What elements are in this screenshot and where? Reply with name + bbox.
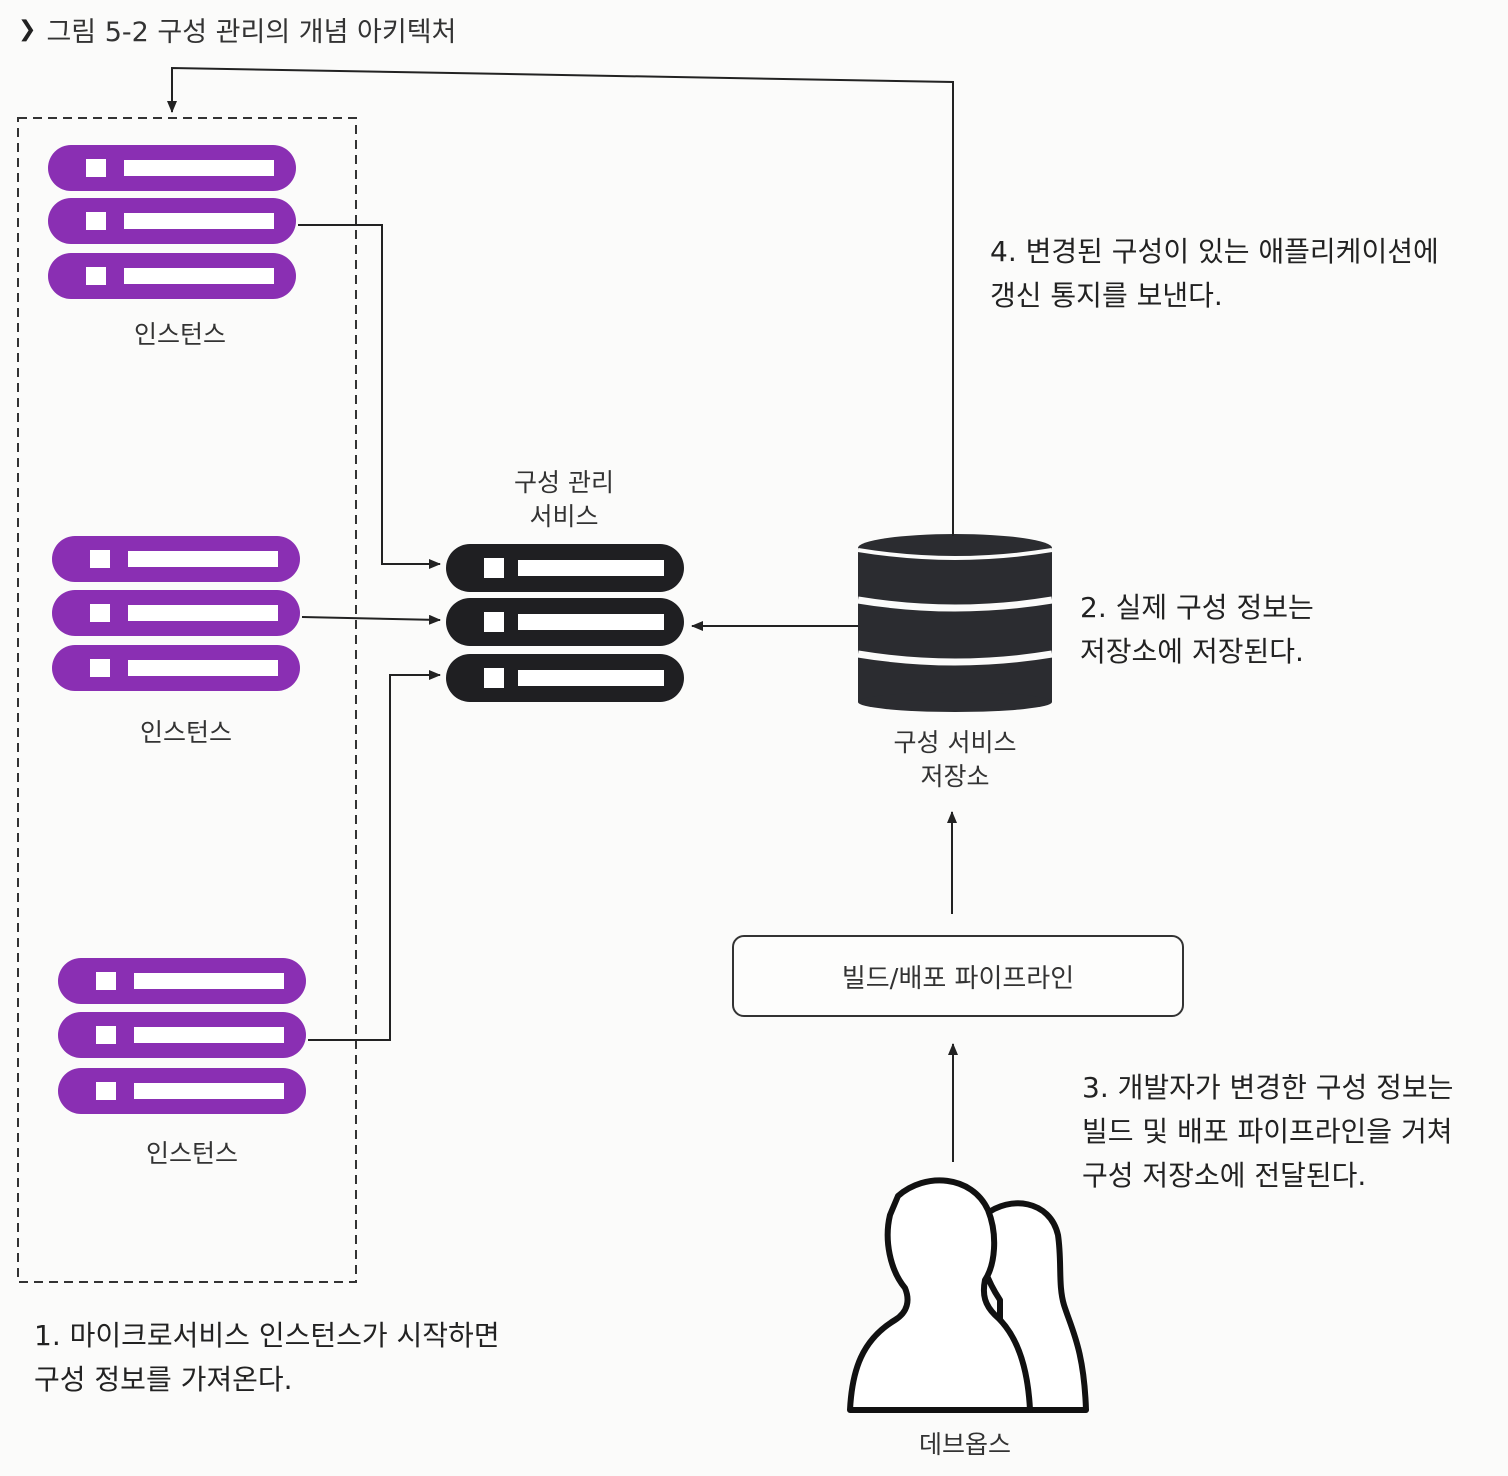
- config-service-stack: [446, 544, 684, 702]
- server-stack-icon: [58, 1012, 306, 1058]
- server-stack-icon: [446, 544, 684, 592]
- connector-instance1-service: [298, 224, 441, 569]
- server-stack-icon: [52, 645, 300, 691]
- note-step4: 4. 변경된 구성이 있는 애플리케이션에 갱신 통지를 보낸다.: [990, 235, 1439, 312]
- server-stack-icon: [446, 598, 684, 646]
- devops-label: 데브옵스: [918, 1430, 1011, 1459]
- note-step3: 3. 개발자가 변경한 구성 정보는 빌드 및 배포 파이프라인을 거쳐 구성 …: [1082, 1071, 1454, 1192]
- instance-label-1: 인스턴스: [133, 320, 226, 349]
- instance-stack-3: [58, 958, 306, 1114]
- server-stack-icon: [58, 958, 306, 1004]
- connector-instance3-service: [308, 670, 441, 1041]
- connector-store-notify: [167, 66, 954, 536]
- figure-caption: ❯ 그림 5-2 구성 관리의 개념 아키텍처: [18, 10, 456, 49]
- server-stack-icon: [48, 198, 296, 244]
- pipeline-label: 빌드/배포 파이프라인: [841, 963, 1075, 994]
- server-stack-icon: [48, 253, 296, 299]
- config-store-label: 구성 서비스 저장소: [893, 728, 1017, 791]
- server-stack-icon: [48, 145, 296, 191]
- server-stack-icon: [446, 654, 684, 702]
- note-step1: 1. 마이크로서비스 인스턴스가 시작하면 구성 정보를 가져온다.: [34, 1319, 500, 1396]
- instance-stack-2: [52, 536, 300, 691]
- server-stack-icon: [52, 536, 300, 582]
- config-service-label: 구성 관리 서비스: [514, 468, 614, 531]
- figure-caption-text: 그림 5-2 구성 관리의 개념 아키텍처: [46, 17, 457, 48]
- chevron-down-icon: ❯: [18, 17, 37, 42]
- instance-stack-1: [48, 145, 296, 299]
- instances-group-border: [17, 117, 357, 1283]
- database-icon: [857, 534, 1053, 712]
- connector-instance2-service: [301, 614, 441, 625]
- server-stack-icon: [52, 590, 300, 636]
- note-step2: 2. 실제 구성 정보는 저장소에 저장된다.: [1080, 591, 1314, 668]
- instance-label-3: 인스턴스: [145, 1139, 238, 1168]
- people-icon: [847, 1177, 1089, 1413]
- server-stack-icon: [58, 1068, 306, 1114]
- instance-label-2: 인스턴스: [139, 718, 232, 747]
- build-deploy-pipeline: 빌드/배포 파이프라인: [732, 935, 1184, 1017]
